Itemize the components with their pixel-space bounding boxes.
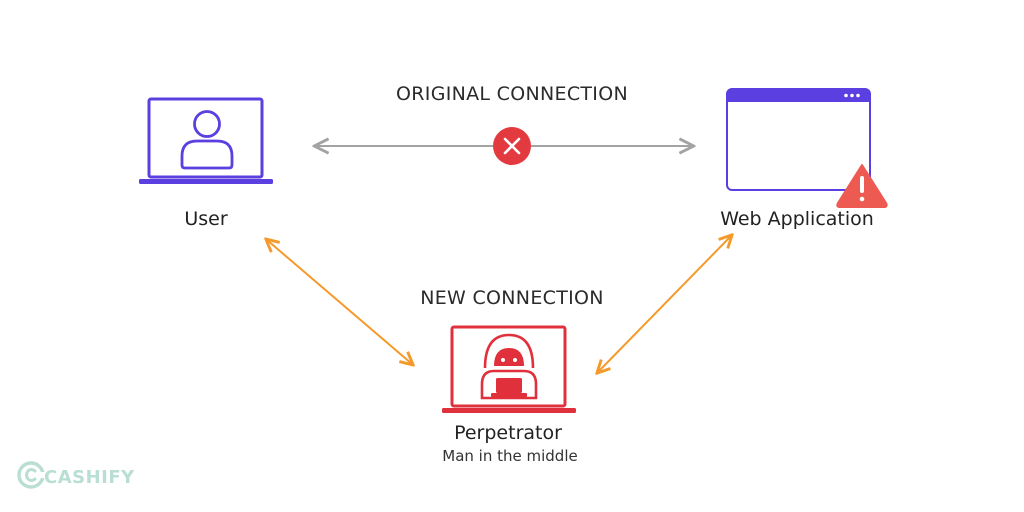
cashify-watermark: CASHIFY <box>16 460 135 494</box>
perpetrator-sublabel: Man in the middle <box>442 447 578 465</box>
new-connection-heading: NEW CONNECTION <box>420 287 604 309</box>
web-application-label: Web Application <box>720 208 874 230</box>
new-connection-arrow-user <box>267 240 412 364</box>
warning-triangle-icon <box>836 164 888 208</box>
perpetrator-label: Perpetrator <box>454 422 562 444</box>
cashify-logo-text: CASHIFY <box>44 466 135 488</box>
cashify-logo-icon <box>16 460 47 494</box>
original-connection-heading: ORIGINAL CONNECTION <box>396 83 628 105</box>
user-laptop-icon <box>139 97 273 184</box>
hacker-laptop-icon <box>442 325 576 413</box>
user-label: User <box>184 208 228 230</box>
browser-window-icon <box>726 88 871 191</box>
new-connection-arrow-web-app <box>598 236 731 372</box>
blocked-x-icon <box>493 127 531 165</box>
